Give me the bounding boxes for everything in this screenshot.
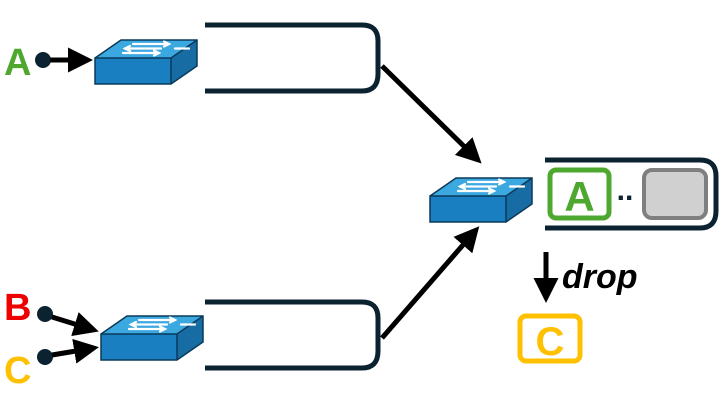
- source-label-b: B: [4, 287, 31, 329]
- dropped-packet-label: C: [536, 320, 565, 364]
- queued-packet-a: [547, 167, 612, 221]
- source-label-c: C: [4, 350, 31, 392]
- arrow-upper-to-center: [380, 64, 482, 164]
- network-switch-icon: [95, 40, 197, 84]
- source-label-a: A: [4, 42, 31, 84]
- empty-queue-slot: [642, 168, 708, 220]
- link-lower: [205, 299, 381, 371]
- network-switch-icon: [101, 316, 203, 360]
- queued-packet-label: A: [564, 173, 594, 220]
- source-dot-a: [35, 52, 51, 68]
- drop-label: drop: [562, 258, 638, 296]
- arrow-lower-to-center: [380, 226, 480, 340]
- source-dot-c: [37, 349, 53, 365]
- arrow-c: [51, 338, 99, 364]
- source-dot-b: [37, 306, 53, 322]
- arrow-b: [51, 312, 99, 337]
- dropped-packet-c: [517, 313, 583, 364]
- link-upper: [205, 22, 381, 94]
- network-switch-icon: [430, 178, 532, 222]
- output-queue: [545, 157, 719, 231]
- queue-ellipsis: ..: [617, 174, 634, 207]
